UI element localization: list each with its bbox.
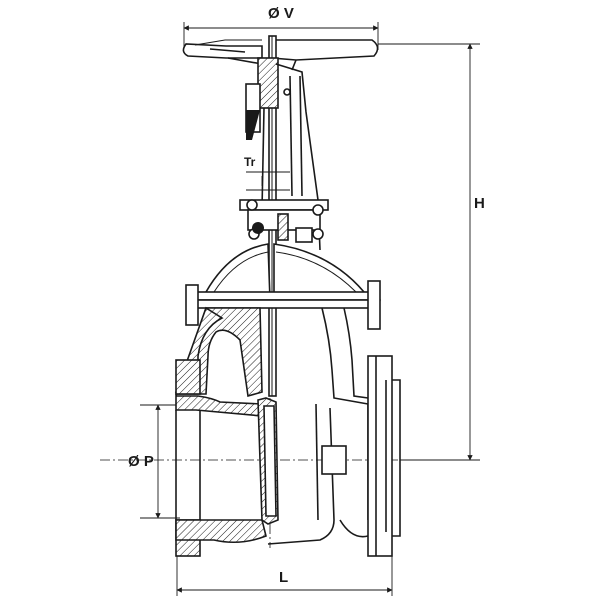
yoke <box>245 57 321 251</box>
dimension-port-diameter: Ø P <box>128 404 180 519</box>
dimension-handwheel-diameter: Ø V <box>183 5 379 50</box>
dimension-height: H <box>378 43 485 461</box>
valve-body-section <box>174 306 267 557</box>
label-length: L <box>279 569 288 586</box>
valve-body-outline <box>267 307 369 545</box>
gate-disc <box>257 397 279 525</box>
stem-thread-callout: Tr <box>244 155 290 191</box>
handwheel <box>182 39 379 71</box>
label-port-diameter: Ø P <box>128 453 154 470</box>
label-height: H <box>474 195 485 212</box>
gland-flange <box>239 199 329 243</box>
label-handwheel-diameter: Ø V <box>268 5 294 22</box>
dimension-length: L <box>176 545 393 596</box>
flange-right <box>367 355 401 557</box>
bonnet <box>185 243 381 330</box>
label-stem-thread: Tr <box>244 155 256 169</box>
